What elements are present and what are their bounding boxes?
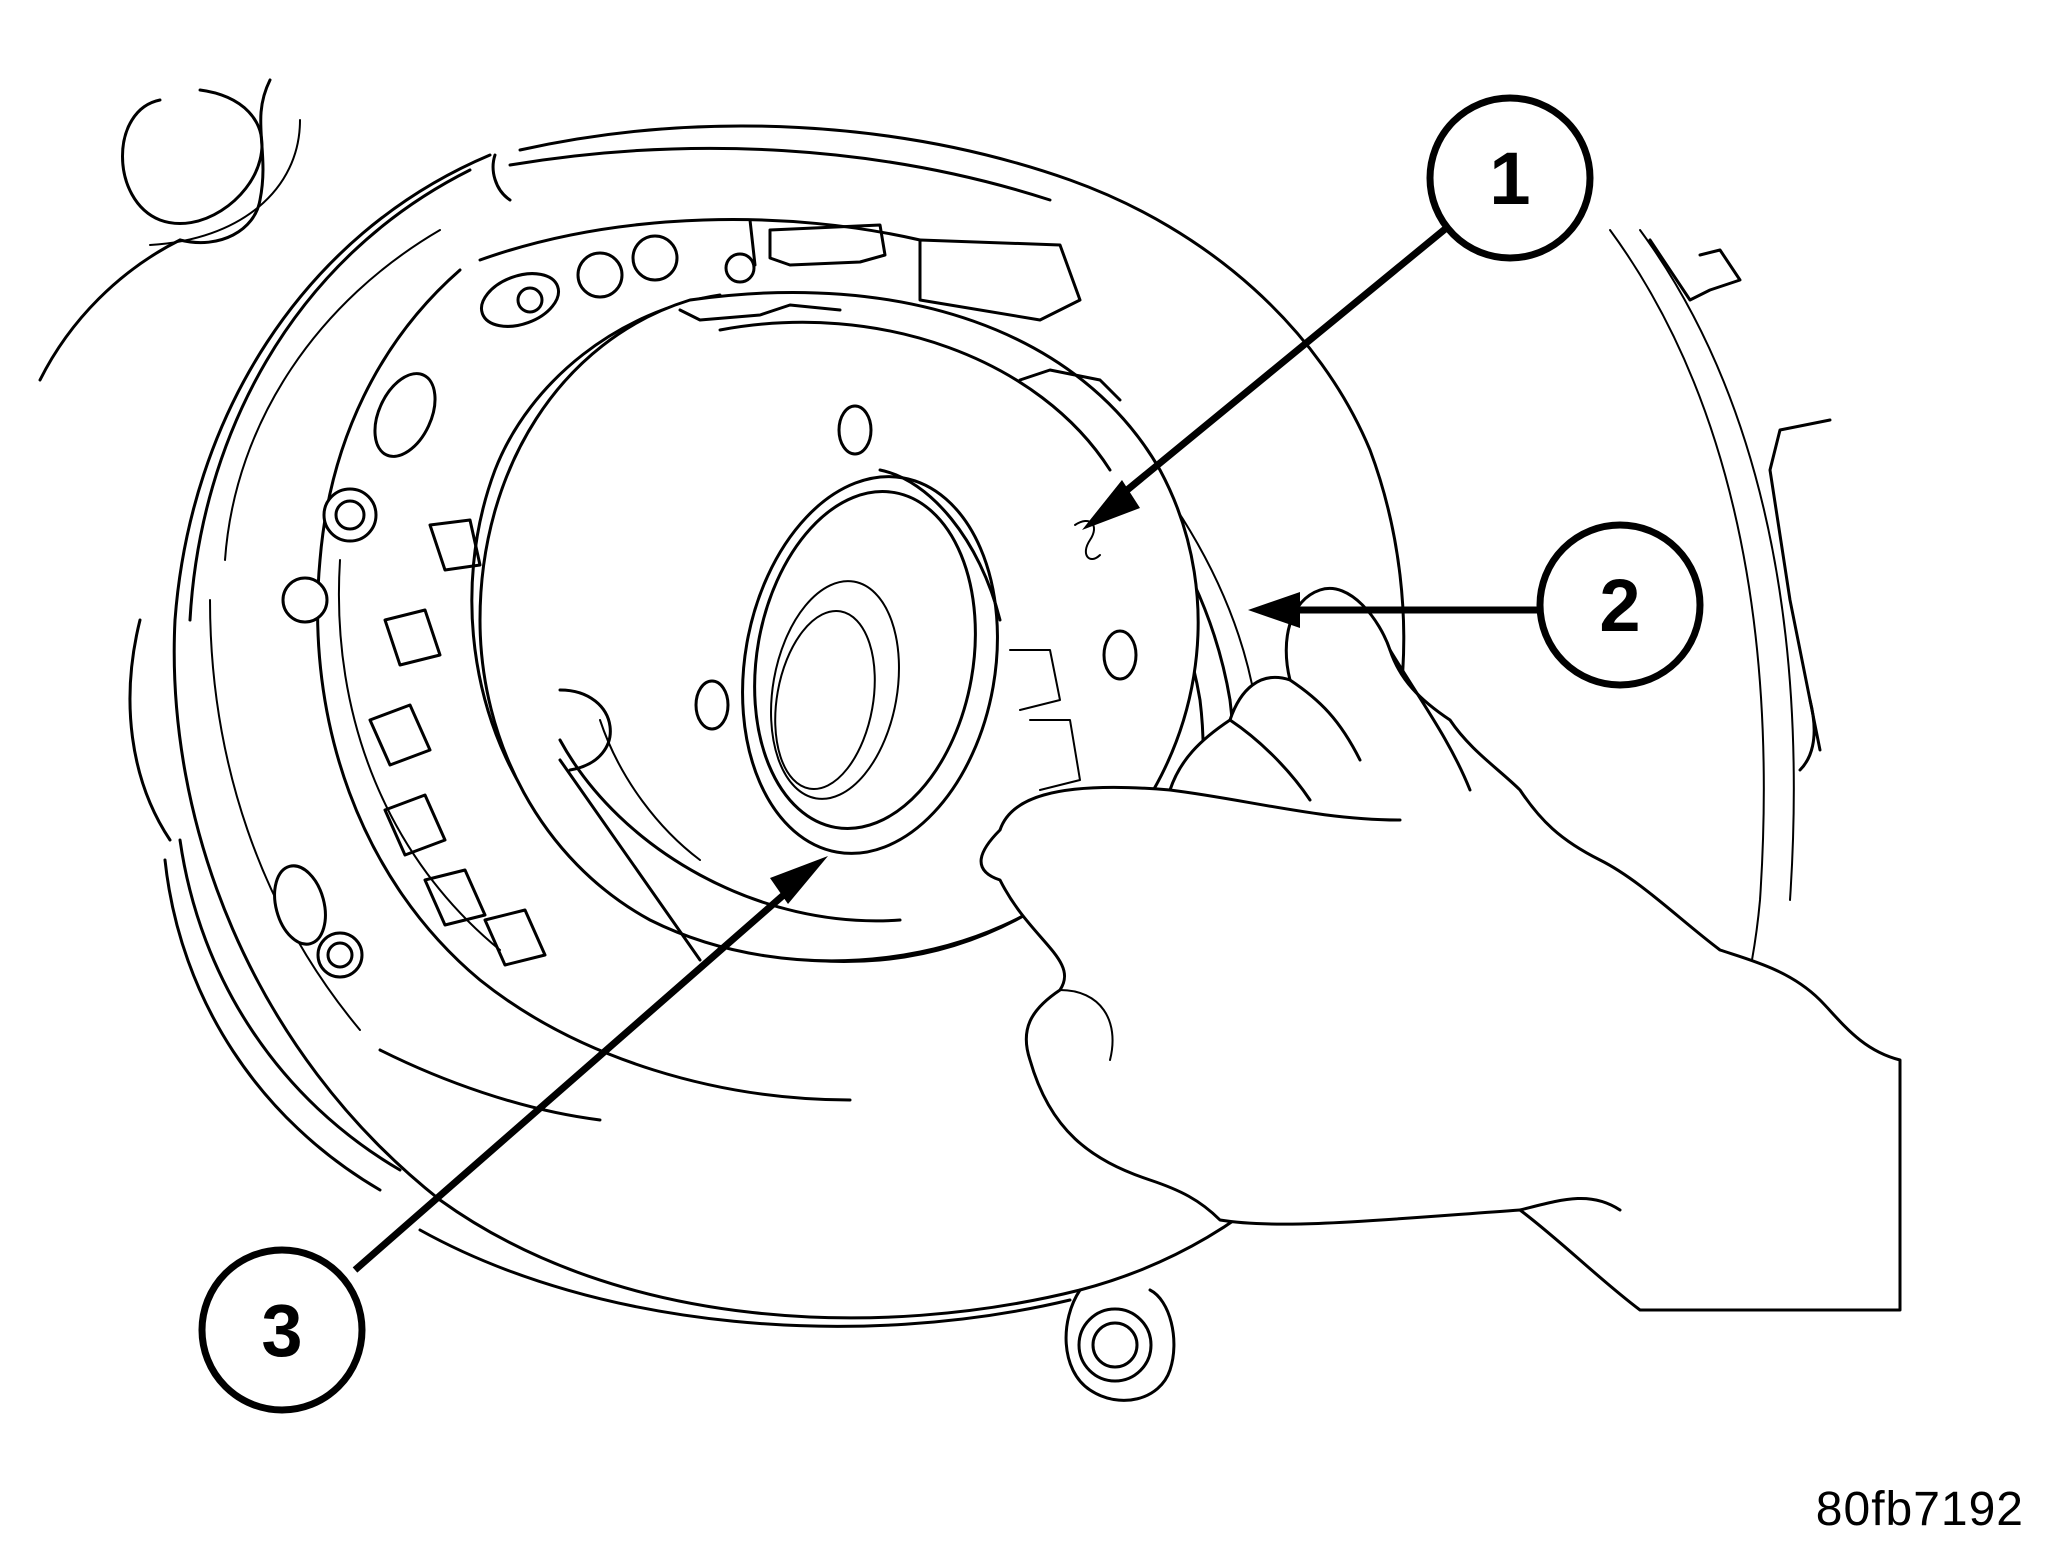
callout-number-2: 2 xyxy=(1599,564,1640,647)
leader-lines xyxy=(352,222,1545,1273)
callout-circle-1 xyxy=(1426,94,1594,262)
callout-2: 2 xyxy=(1536,521,1704,689)
callout-number-3: 3 xyxy=(261,1289,302,1372)
pump-body xyxy=(273,218,1082,1122)
arrowhead-1 xyxy=(1082,480,1140,530)
callout-number-1: 1 xyxy=(1489,137,1530,220)
figure-id-label: 80fb7192 xyxy=(1815,1483,2024,1536)
leader-line-3 xyxy=(352,882,798,1273)
arrowhead-3 xyxy=(770,856,828,904)
hand-illustration xyxy=(979,586,1902,1312)
center-bushing xyxy=(741,468,1081,855)
callout-circle-2 xyxy=(1536,521,1704,689)
leader-line-1 xyxy=(1112,222,1453,503)
callout-1: 1 xyxy=(1426,94,1594,262)
callout-circle-3 xyxy=(198,1246,366,1414)
callout-3: 3 xyxy=(198,1246,366,1414)
background-fragment-top-left xyxy=(38,78,301,382)
arrowhead-2 xyxy=(1248,592,1300,628)
bottom-boss xyxy=(1064,1288,1176,1402)
